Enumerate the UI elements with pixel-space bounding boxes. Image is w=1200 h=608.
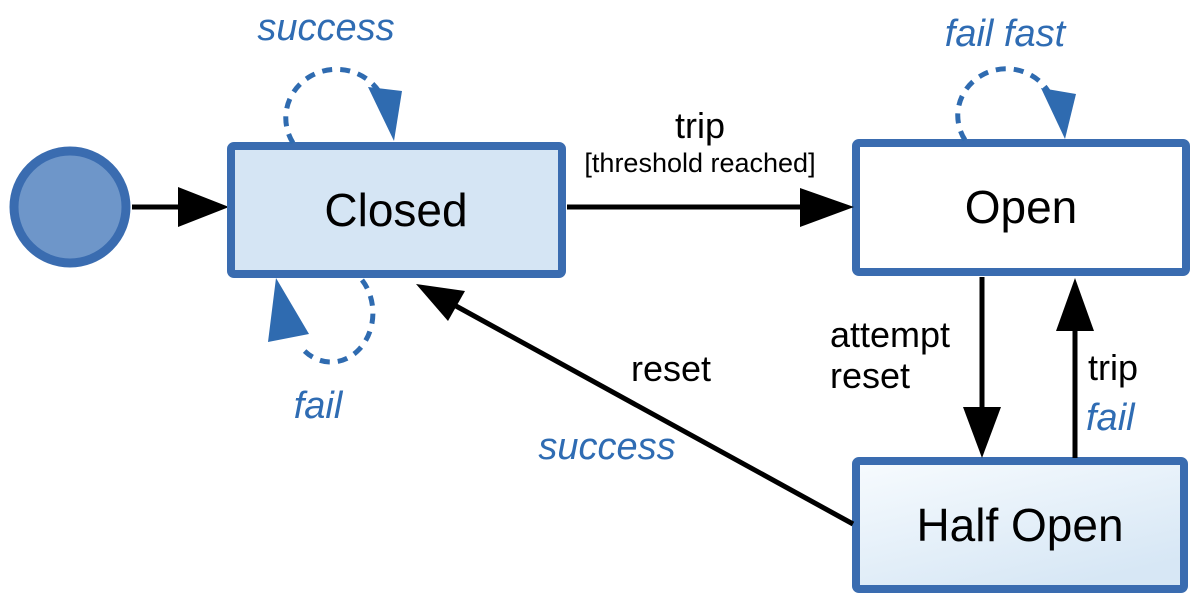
transition-trip-fail-arrowhead: [1056, 278, 1094, 331]
transition-trip-fail-outcome-label: fail: [1086, 397, 1136, 439]
loop-closed-success-path: [283, 66, 383, 145]
transition-reset-line: [454, 303, 855, 527]
loop-closed-fail-label: fail: [294, 385, 344, 427]
loop-closed-success-arrowhead: [368, 87, 402, 141]
state-half-open-label: Half Open: [916, 499, 1123, 551]
transition-reset-label: reset: [631, 348, 711, 389]
transition-attempt-reset-label-line1: attempt: [830, 314, 950, 355]
loop-open-fail-fast-path: [955, 66, 1051, 142]
initial-state-node: [9, 146, 131, 268]
state-closed-label: Closed: [324, 184, 467, 236]
state-closed: [227, 142, 566, 278]
transition-trip-fail-label: trip: [1088, 347, 1138, 388]
transition-trip-guard-label: [threshold reached]: [584, 148, 815, 178]
state-open-label: Open: [965, 181, 1078, 233]
initial-to-closed-arrowhead: [178, 187, 229, 227]
loop-closed-success-label: success: [257, 7, 394, 49]
loop-closed-fail-arrowhead: [268, 278, 309, 342]
transition-reset-outcome-label: success: [538, 426, 675, 468]
transition-trip-label: trip: [675, 105, 725, 146]
transition-attempt-reset-label-line2: reset: [830, 355, 910, 396]
transition-attempt-reset-arrowhead: [963, 407, 1001, 458]
transition-trip-arrowhead: [800, 188, 854, 227]
loop-closed-fail-path: [298, 278, 376, 365]
loop-open-fail-fast-arrowhead: [1041, 88, 1076, 139]
state-open: [852, 139, 1190, 276]
transition-reset-arrowhead: [416, 284, 465, 321]
loop-open-fail-fast-label: fail fast: [945, 13, 1067, 55]
state-half-open: [852, 457, 1188, 593]
